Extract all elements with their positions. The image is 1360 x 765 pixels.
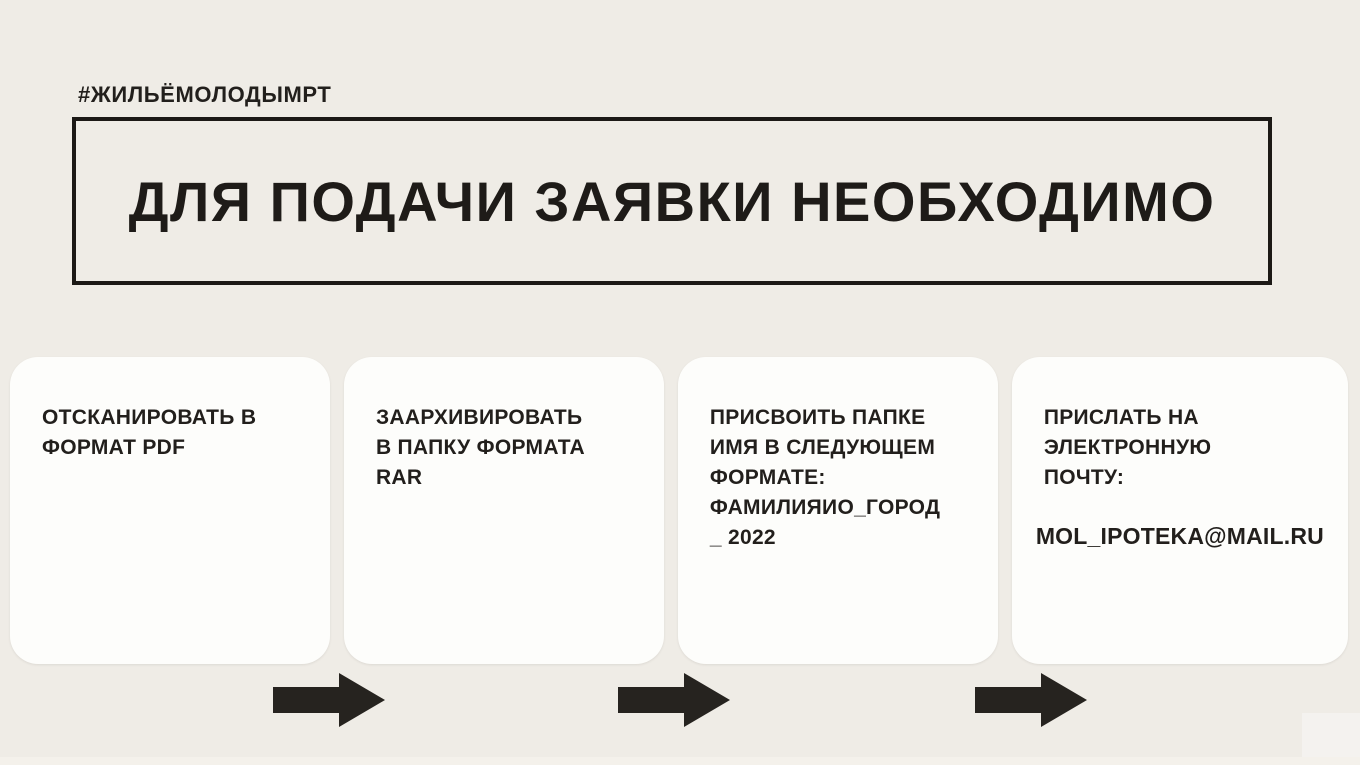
bottom-edge-strip (0, 757, 1360, 765)
step-card-folder-name: ПРИСВОИТЬ ПАПКЕ ИМЯ В СЛЕДУЮЩЕМ ФОРМАТЕ:… (677, 357, 998, 664)
step-card-text: ПРИСЛАТЬ НА ЭЛЕКТРОННУЮ ПОЧТУ: (1043, 406, 1212, 489)
step-card-send-email: ПРИСЛАТЬ НА ЭЛЕКТРОННУЮ ПОЧТУ: MOL_IPOTE… (1011, 357, 1348, 664)
email-address: MOL_IPOTEKA@MAIL.RU (1035, 523, 1324, 549)
step-card-scan: ОТСКАНИРОВАТЬ В ФОРМАТ PDF (10, 357, 330, 664)
step-card-text: ЗААРХИВИРОВАТЬ В ПАПКУ ФОРМАТА RAR (375, 406, 586, 489)
hashtag-label: #ЖИЛЬЁМОЛОДЫМРТ (78, 82, 332, 107)
page-title: ДЛЯ ПОДАЧИ ЗАЯВКИ НЕОБХОДИМО (128, 169, 1216, 233)
right-arrow-icon (975, 673, 1087, 727)
step-card-archive: ЗААРХИВИРОВАТЬ В ПАПКУ ФОРМАТА RAR (343, 357, 664, 664)
right-arrow-icon (273, 673, 385, 727)
step-card-text: ОТСКАНИРОВАТЬ В ФОРМАТ PDF (42, 406, 257, 459)
right-arrow-icon (618, 673, 730, 727)
step-card-text: ПРИСВОИТЬ ПАПКЕ ИМЯ В СЛЕДУЮЩЕМ ФОРМАТЕ:… (709, 406, 941, 549)
title-box: ДЛЯ ПОДАЧИ ЗАЯВКИ НЕОБХОДИМО (72, 117, 1272, 285)
steps-row: ОТСКАНИРОВАТЬ В ФОРМАТ PDF ЗААРХИВИРОВАТ… (10, 357, 1348, 664)
corner-highlight-patch (1302, 713, 1360, 765)
